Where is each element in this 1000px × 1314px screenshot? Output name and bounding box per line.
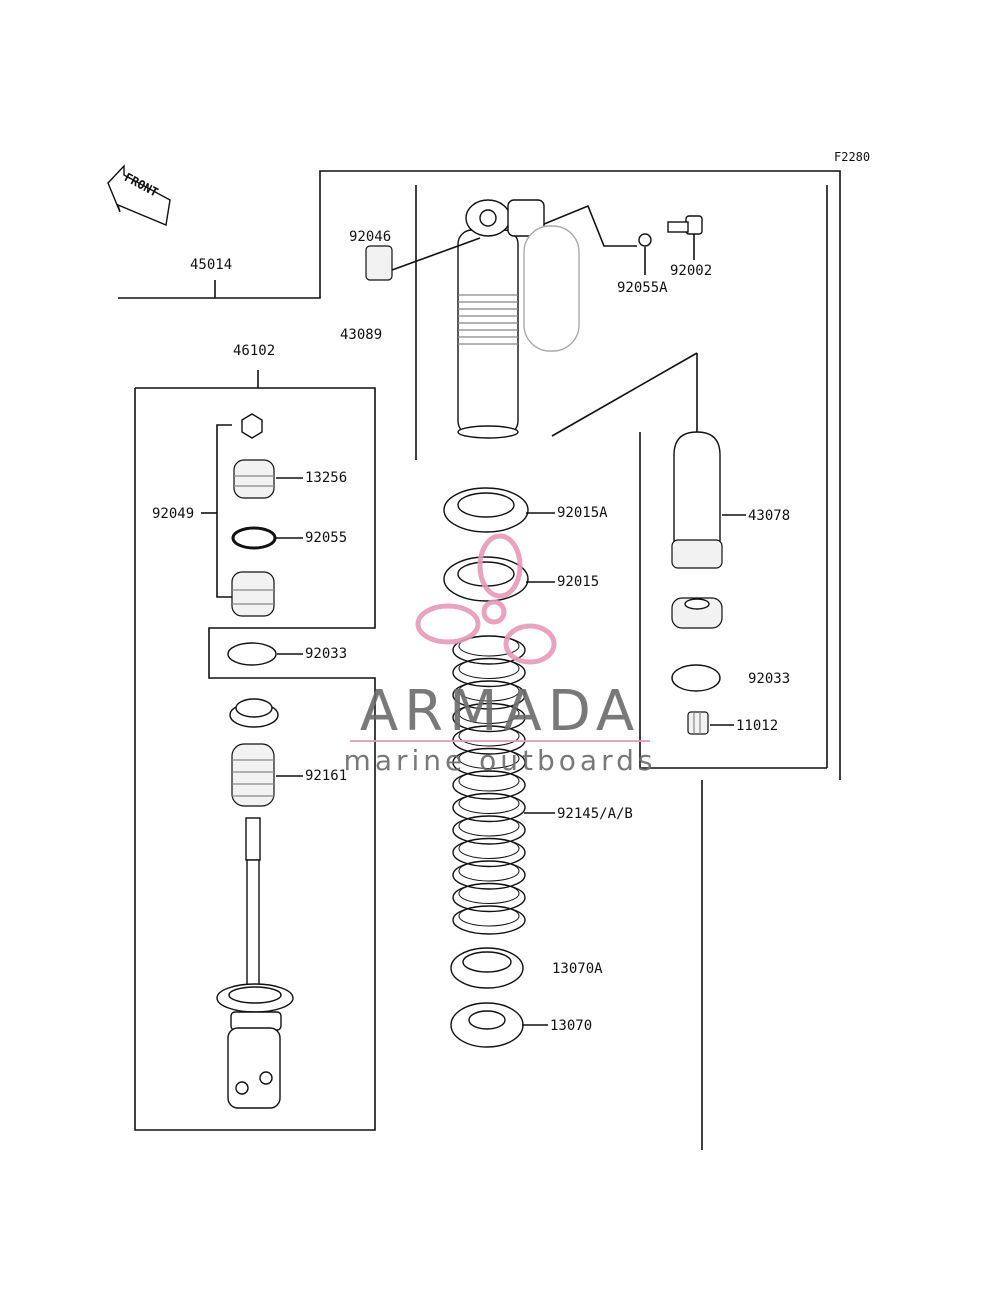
spring-coil-inner <box>458 905 520 927</box>
reservoir-cap <box>671 597 723 629</box>
o-ring-92055A <box>638 233 652 247</box>
label-92049: 92049 <box>152 506 194 522</box>
spring-seat-13070A <box>450 947 524 989</box>
label-92046: 92046 <box>349 229 391 245</box>
label-92015A: 92015A <box>557 505 608 521</box>
spring-coil-inner <box>458 635 520 657</box>
label-13070A: 13070A <box>552 961 603 977</box>
ring-92033-left <box>227 642 277 666</box>
spring-coil-inner <box>458 793 520 814</box>
bushing-92046 <box>365 237 481 281</box>
reservoir-bracket <box>639 432 827 769</box>
label-92033-left: 92033 <box>305 646 347 662</box>
sub-assembly-box-46102 <box>134 370 376 1131</box>
spring-coil-inner <box>458 725 520 747</box>
ring-92033-right <box>671 664 721 692</box>
spring-coil-inner <box>458 770 520 792</box>
label-92055: 92055 <box>305 530 347 546</box>
spring-seat-13070 <box>450 1002 524 1048</box>
label-43089: 43089 <box>340 327 382 343</box>
spring-coil-inner <box>458 703 520 724</box>
label-13070: 13070 <box>550 1018 592 1034</box>
spring-coil-inner <box>458 748 520 769</box>
watermark-tagline: marine outboards <box>344 744 657 777</box>
label-13256: 13256 <box>305 470 347 486</box>
label-43078: 43078 <box>748 508 790 524</box>
o-ring-92055 <box>231 526 277 550</box>
nut-92049 <box>241 413 263 439</box>
figure-code: F2280 <box>834 150 870 164</box>
label-92161: 92161 <box>305 768 347 784</box>
bump-stop-92161 <box>231 743 275 807</box>
spring-nut-92015 <box>443 556 529 602</box>
front-direction-arrow: FRONT <box>107 164 171 226</box>
coil-spring-92145 <box>452 635 526 935</box>
bolt-92002 <box>667 215 703 235</box>
label-92015: 92015 <box>557 574 599 590</box>
washer-cup <box>229 698 279 728</box>
spring-coil-inner <box>458 815 520 837</box>
piston-rod <box>216 817 294 1109</box>
seal-92049 <box>231 571 275 617</box>
label-92033-right: 92033 <box>748 671 790 687</box>
label-92145: 92145/A/B <box>557 806 633 822</box>
assembly-bracket-45014 <box>118 170 841 1150</box>
reservoir-43078 <box>671 431 723 569</box>
shock-body-43089 <box>457 199 580 439</box>
valve-11012 <box>687 711 709 735</box>
watermark-brand: ARMADA <box>360 679 640 744</box>
label-92055A: 92055A <box>617 280 668 296</box>
spring-coil-inner <box>458 658 520 679</box>
spring-coil-inner <box>458 680 520 702</box>
bracket-92049 <box>216 424 232 598</box>
label-45014: 45014 <box>190 257 232 273</box>
spring-coil-inner <box>458 838 520 859</box>
watermark: ARMADA marine outboards <box>344 533 657 777</box>
propeller-logo-icon <box>415 533 557 665</box>
spring-nut-92015A <box>443 487 529 533</box>
spring-coil-inner <box>458 883 520 904</box>
spring-coil-inner <box>458 860 520 882</box>
label-11012: 11012 <box>736 718 778 734</box>
label-92002: 92002 <box>670 263 712 279</box>
cap-13256 <box>233 459 275 499</box>
label-46102: 46102 <box>233 343 275 359</box>
